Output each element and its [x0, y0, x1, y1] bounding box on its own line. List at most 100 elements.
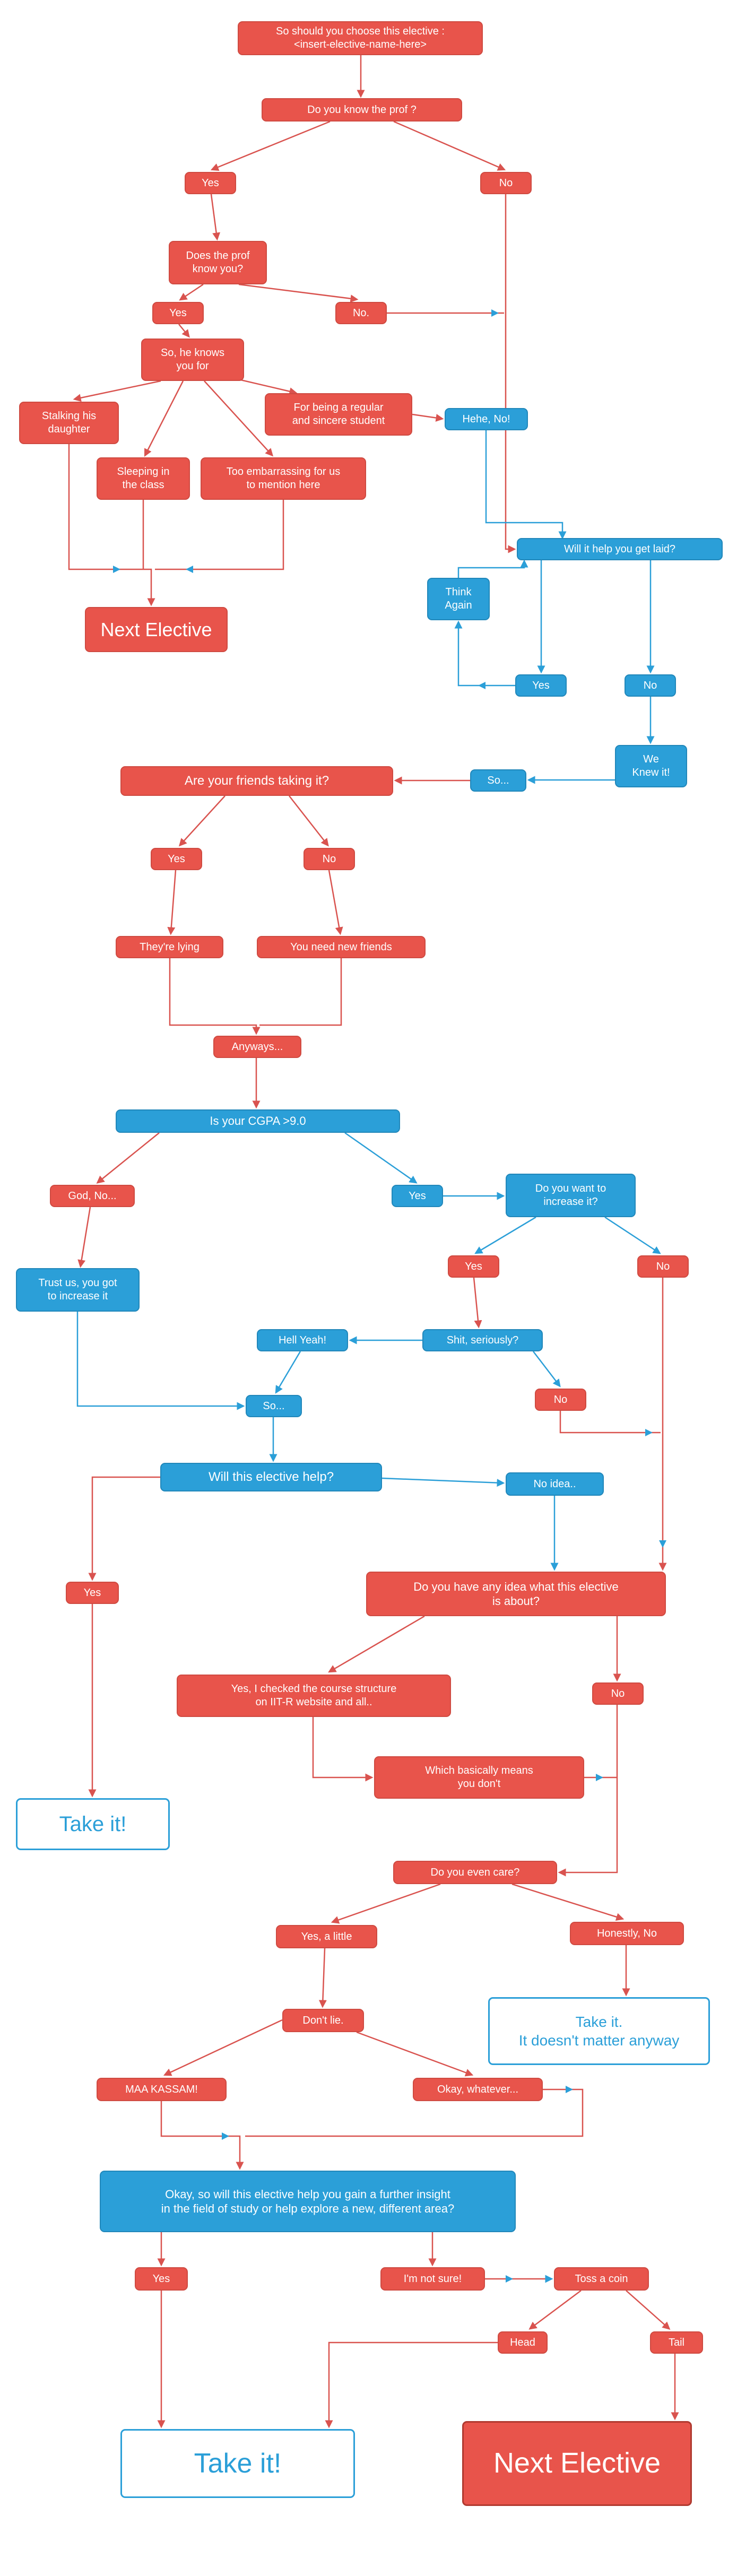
edge-friends-no: [289, 795, 329, 847]
node-so-2: So...: [246, 1395, 302, 1417]
edge-lying-anyways: [169, 958, 261, 1035]
edge-yesalittle-dontlie: [318, 1948, 327, 2008]
node-maa-kassam: MAA KASSAM!: [97, 2078, 227, 2101]
node-even-care: Do you even care?: [393, 1861, 557, 1884]
edge-godno-trustus: [77, 1207, 91, 1268]
edge-knowsfor-stalking: [73, 380, 161, 402]
edge-whatever-insight: [245, 2088, 584, 2137]
node-take-it-mid: Take it!: [16, 1798, 170, 1850]
edge-trustus-so2: [76, 1312, 245, 1410]
node-no-idea: No idea..: [506, 1472, 604, 1496]
node-laid-no: No: [625, 674, 676, 697]
edge-newfriends-anyways: [259, 958, 342, 1026]
node-god-no: God, No...: [50, 1185, 135, 1207]
edge-increase-no: [604, 1216, 661, 1254]
edge-care-yesalittle: [331, 1883, 441, 1924]
mid-arrow: [222, 2132, 229, 2140]
edge-profknow-yes: [179, 283, 204, 301]
node-anyways: Anyways...: [213, 1036, 301, 1058]
node-theyre-lying: They're lying: [116, 936, 223, 958]
edge-knowprof-no: [393, 120, 506, 171]
edge-regular-heheno: [412, 413, 444, 422]
node-prof-know-no: No.: [335, 302, 387, 324]
node-basically: Which basically means you don't: [374, 1756, 584, 1799]
node-friends-yes: Yes: [151, 848, 202, 870]
edge-yes-knowsfor: [178, 324, 190, 338]
node-sleeping: Sleeping in the class: [97, 457, 190, 500]
edge-cgpa-yes: [344, 1132, 418, 1184]
node-stalking: Stalking his daughter: [19, 402, 119, 444]
node-dont-lie: Don't lie.: [282, 2009, 364, 2032]
node-cgpa-yes: Yes: [392, 1185, 443, 1207]
node-increase-no: No: [637, 1255, 689, 1278]
edge-increase-yes: [474, 1216, 536, 1254]
edge-help-yes: [88, 1476, 160, 1581]
node-hell-yeah: Hell Yeah!: [257, 1329, 348, 1351]
edge-embarrassing-next: [155, 500, 284, 570]
node-know-prof-no: No: [480, 172, 532, 194]
edge-knowsfor-regular: [236, 378, 298, 395]
edge-stalking-next: [68, 444, 155, 606]
edge-profknow-no: [238, 283, 359, 303]
node-seriously-no: No: [535, 1389, 586, 1411]
node-we-knew-it: We Knew it!: [615, 745, 687, 787]
node-take-it-anyway: Take it. It doesn't matter anyway: [488, 1997, 710, 2065]
mid-arrow: [596, 1774, 603, 1781]
edge-heheno-getlaid: [485, 430, 567, 540]
edge-yes-shit: [473, 1277, 482, 1329]
node-okay-whatever: Okay, whatever...: [413, 2078, 543, 2101]
edge-shit-no: [533, 1351, 561, 1387]
node-insight: Okay, so will this elective help you gai…: [100, 2171, 516, 2232]
node-think-again: Think Again: [427, 578, 490, 620]
mid-arrow: [113, 566, 120, 573]
edge-no-newfriends: [328, 870, 343, 935]
node-next-elective-final: Next Elective: [462, 2421, 692, 2506]
edge-dontlie-whatever: [356, 2031, 474, 2077]
node-toss-coin: Toss a coin: [554, 2267, 649, 2291]
node-cgpa: Is your CGPA >9.0: [116, 1109, 400, 1133]
mid-arrow: [506, 2275, 513, 2283]
node-elective-help: Will this elective help?: [160, 1463, 382, 1491]
node-care-yes: Yes, a little: [276, 1925, 377, 1948]
mid-arrow: [491, 309, 499, 317]
node-tail: Tail: [650, 2331, 703, 2354]
node-so-1: So...: [470, 769, 526, 792]
edge-dontlie-maa: [163, 2019, 283, 2076]
node-idea-no: No: [592, 1682, 644, 1705]
edge-toss-head: [528, 2289, 582, 2330]
node-increase-yes: Yes: [448, 1255, 499, 1278]
mid-arrow: [659, 1540, 666, 1548]
edge-knowsfor-sleeping: [144, 380, 184, 457]
node-embarrassing: Too embarrassing for us to mention here: [201, 457, 366, 500]
node-trust-us: Trust us, you got to increase it: [16, 1268, 140, 1312]
node-knows-you-for: So, he knows you for: [141, 339, 244, 381]
edge-toss-tail: [626, 2290, 671, 2330]
edge-no-getlaid: [505, 194, 516, 553]
node-start: So should you choose this elective : <in…: [238, 21, 483, 55]
edge-yes-profknow: [210, 194, 221, 241]
mid-arrow: [645, 1429, 653, 1436]
node-friends-taking: Are your friends taking it?: [120, 766, 393, 796]
node-insight-yes: Yes: [135, 2267, 188, 2291]
node-prof-know-you: Does the prof know you?: [169, 241, 267, 284]
edge-yes-lying: [167, 870, 177, 935]
edge-hellyeah-so2: [275, 1351, 301, 1394]
edge-anyidea-checked: [328, 1615, 425, 1673]
node-get-laid: Will it help you get laid?: [517, 538, 723, 560]
edge-seriouslyno-merge: [559, 1411, 661, 1434]
edge-knowsfor-embarrassing: [204, 380, 274, 457]
node-prof-know-yes: Yes: [152, 302, 204, 324]
node-regular-student: For being a regular and sincere student: [265, 393, 412, 436]
node-hehe-no: Hehe, No!: [445, 408, 528, 430]
edge-friends-yes: [178, 795, 226, 847]
node-need-new-friends: You need new friends: [257, 936, 426, 958]
node-take-it-final: Take it!: [120, 2429, 355, 2498]
node-laid-yes: Yes: [515, 674, 567, 697]
edge-help-noidea: [381, 1477, 505, 1487]
node-next-elective-top: Next Elective: [85, 607, 228, 652]
edge-no-evencare: [558, 1705, 618, 1877]
node-friends-no: No: [304, 848, 355, 870]
node-increase: Do you want to increase it?: [506, 1174, 636, 1217]
